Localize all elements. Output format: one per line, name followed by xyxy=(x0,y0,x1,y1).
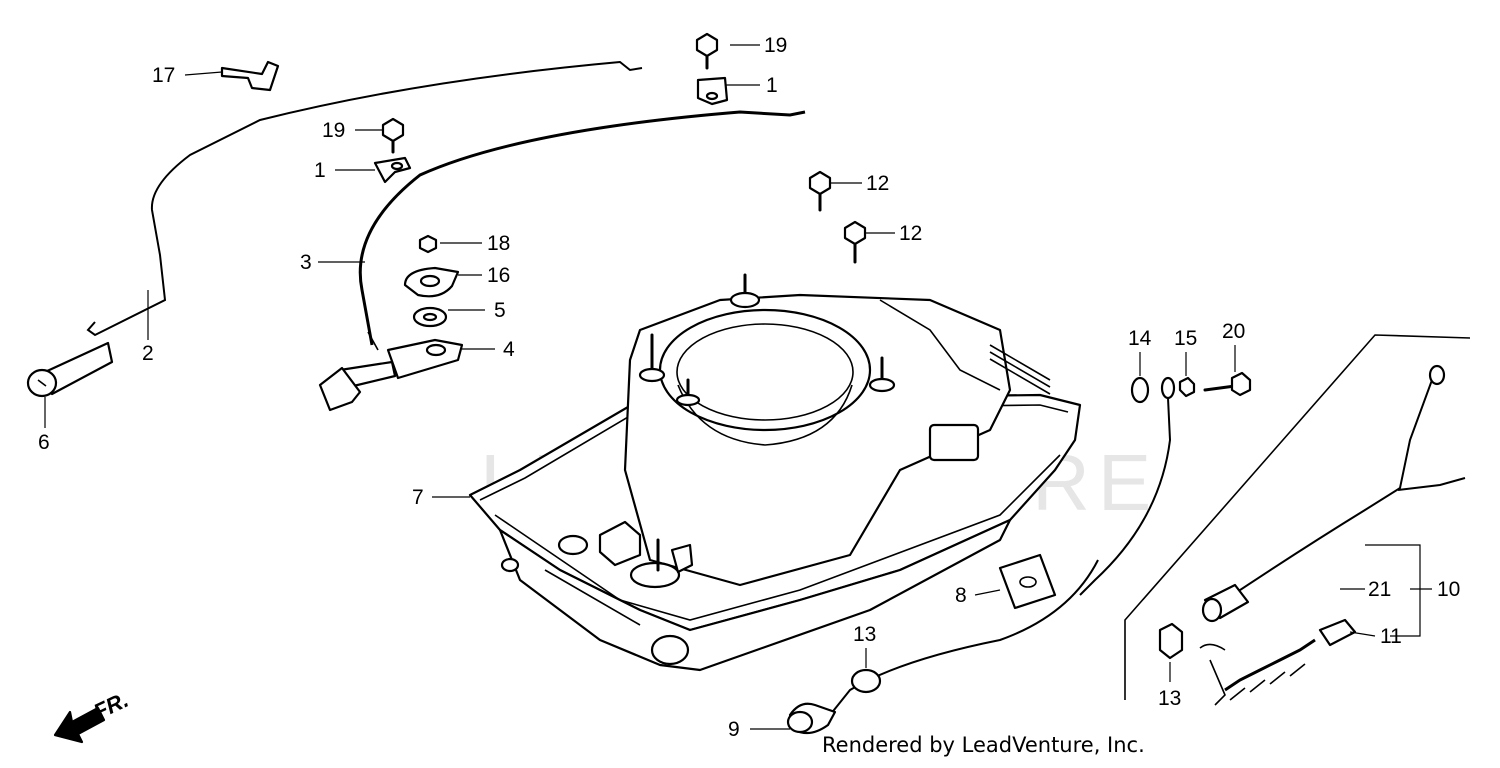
callout-5: 5 xyxy=(494,299,506,322)
callout-16: 16 xyxy=(487,264,510,287)
callout-17: 17 xyxy=(152,64,175,87)
callout-20: 20 xyxy=(1222,320,1245,343)
stop-switch-cable-part[interactable] xyxy=(786,559,1099,735)
callout-1-lower: 1 xyxy=(314,159,326,182)
callout-9: 9 xyxy=(728,718,740,741)
callout-14: 14 xyxy=(1128,327,1152,350)
choke-rod-part[interactable] xyxy=(86,60,643,337)
throttle-cable-part[interactable] xyxy=(358,110,806,351)
throttle-lever-part[interactable] xyxy=(318,338,464,412)
cable-clamp-upper-part[interactable] xyxy=(696,76,729,106)
callout-8: 8 xyxy=(955,584,967,607)
callout-18: 18 xyxy=(487,232,510,255)
callout-12-upper: 12 xyxy=(866,172,889,195)
callout-12-lower: 12 xyxy=(899,222,922,245)
bolt-19-upper-part[interactable] xyxy=(695,32,719,70)
callout-21: 21 xyxy=(1368,578,1391,601)
friction-plate-part[interactable] xyxy=(403,266,460,298)
bolt-19-lower-part[interactable] xyxy=(381,117,405,154)
bottom-cowl-part[interactable] xyxy=(468,273,1082,672)
callout-1-upper: 1 xyxy=(766,74,778,97)
callout-19-upper: 19 xyxy=(764,34,787,57)
footer-credit: Rendered by LeadVenture, Inc. xyxy=(822,733,1145,757)
callout-3: 3 xyxy=(300,251,312,274)
grommet-pad-part[interactable] xyxy=(998,553,1057,610)
clip-part[interactable] xyxy=(220,60,280,92)
callout-13-right: 13 xyxy=(1158,687,1181,710)
callout-10: 10 xyxy=(1437,578,1460,601)
front-direction-arrow: FR. xyxy=(53,687,132,744)
callout-13-left: 13 xyxy=(853,623,876,646)
callout-11: 11 xyxy=(1380,625,1402,648)
callout-19-lower: 19 xyxy=(322,119,345,142)
bolt-12-lower-part[interactable] xyxy=(843,220,867,264)
ground-wire-part[interactable] xyxy=(1079,371,1252,596)
choke-knob-part[interactable] xyxy=(26,341,114,398)
callout-7: 7 xyxy=(412,486,424,509)
cable-clamp-lower-part[interactable] xyxy=(373,156,412,184)
nut-part[interactable] xyxy=(418,234,438,254)
leader-lines xyxy=(44,44,1432,730)
bolt-12-upper-part[interactable] xyxy=(808,170,832,212)
callout-15: 15 xyxy=(1174,327,1197,350)
callout-6: 6 xyxy=(38,431,50,454)
washer-part[interactable] xyxy=(412,306,448,328)
callout-4: 4 xyxy=(503,338,515,361)
callout-2: 2 xyxy=(142,342,154,365)
callout-labels: 17 19 1 19 1 3 18 16 5 4 2 6 7 12 12 8 9… xyxy=(38,34,1460,741)
emergency-stop-switch-part[interactable] xyxy=(1124,334,1471,706)
